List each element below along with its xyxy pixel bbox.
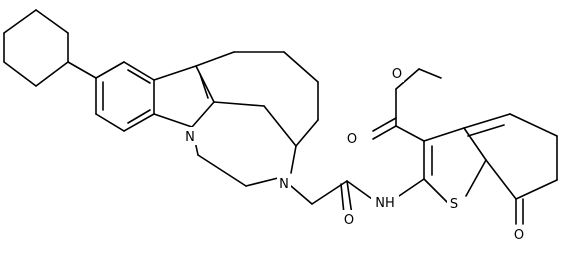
svg-text:NH: NH <box>375 196 395 211</box>
atom-label-s-thiophene: S <box>447 194 461 212</box>
svg-text:S: S <box>450 197 458 212</box>
atom-label-o-ester-carbonyl: O <box>345 129 360 147</box>
svg-text:N: N <box>279 177 289 192</box>
saturated-ring <box>195 51 319 147</box>
svg-text:O: O <box>344 213 354 228</box>
benzene-ring <box>95 61 155 132</box>
atom-label-nh: NH <box>371 193 399 211</box>
atom-label-o-ketone: O <box>512 225 527 243</box>
ethyl-ester <box>372 68 442 142</box>
svg-text:O: O <box>392 67 402 82</box>
atom-label-n-amine: N <box>277 174 291 192</box>
pyrrole-ring <box>153 65 215 128</box>
svg-text:O: O <box>347 132 357 147</box>
atom-label-o-ester: O <box>390 64 404 82</box>
atom-label-n-indole: N <box>183 127 197 145</box>
atom-label-o-amide: O <box>342 210 356 228</box>
svg-text:N: N <box>185 130 195 145</box>
thiophene-ring <box>423 127 487 204</box>
cyclohexenone-ring <box>463 113 558 225</box>
cyclohexyl-ring <box>3 9 97 87</box>
svg-text:O: O <box>514 228 524 243</box>
diazine-ring <box>191 101 297 187</box>
amide-linker <box>290 178 425 216</box>
